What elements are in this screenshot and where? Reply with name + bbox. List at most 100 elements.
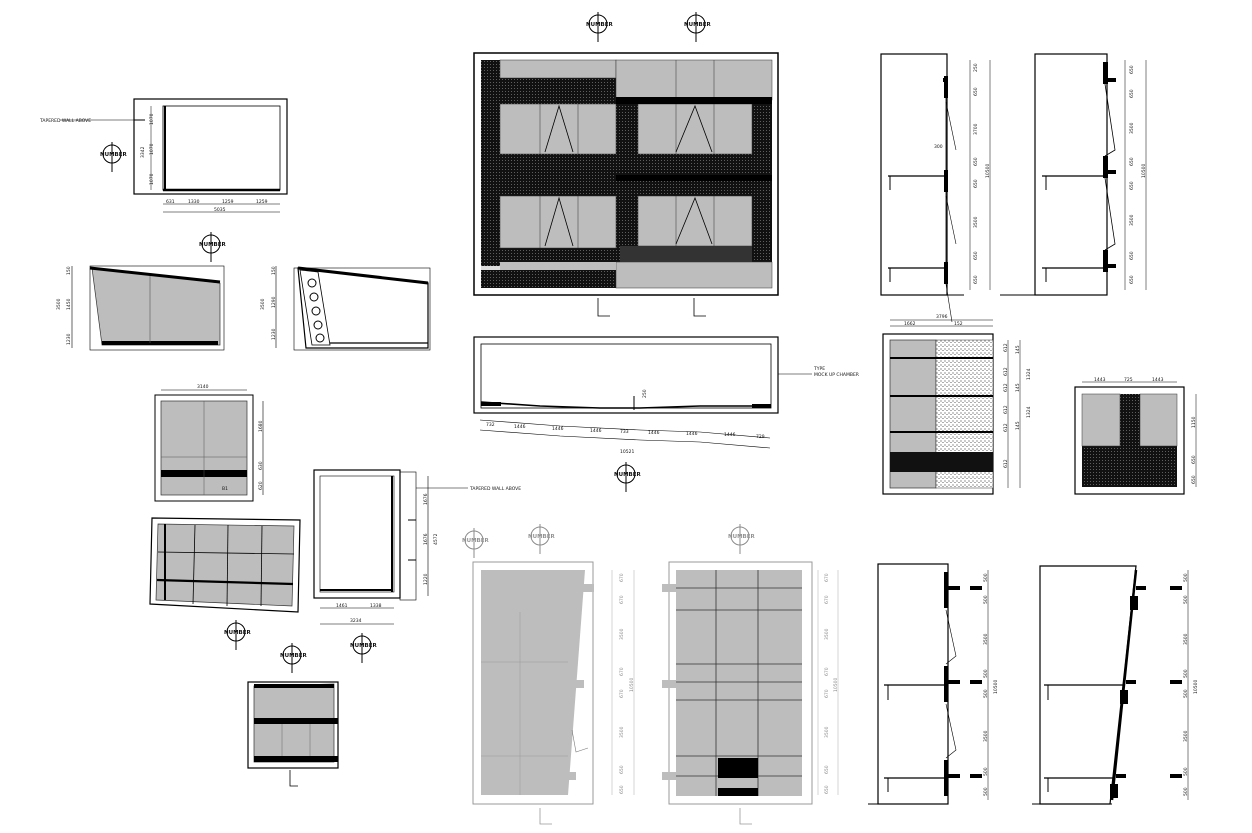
dim-text: 3500: [619, 726, 625, 738]
dim-text: 612: [1003, 423, 1009, 432]
dim-text: 145: [1015, 345, 1021, 354]
tag-number: NUMBER: [528, 534, 555, 540]
dim-text: 3500: [983, 730, 989, 742]
dim-text: 3500: [1129, 122, 1135, 134]
dim-text: 500: [1183, 787, 1189, 796]
dim-text: 1446: [590, 428, 602, 434]
tag-number: NUMBER: [280, 653, 307, 659]
dim-text: 650: [1129, 181, 1135, 190]
dim-text: 5035: [214, 207, 226, 213]
dim-text: 650: [1191, 455, 1197, 464]
dim-text: 10500: [1141, 164, 1147, 178]
dim-text: 732: [486, 422, 495, 428]
dim-text: 1070: [149, 113, 155, 125]
dim-text: 3234: [350, 618, 362, 624]
plan-b: TAPERED WALL ABOVE 1676 1676 1220 4572 1…: [313, 469, 521, 664]
dim-text: 670: [824, 689, 830, 698]
dim-text: 4572: [433, 533, 439, 545]
section-bottom-left: 500 500 3500 500 500 3500 500 500 10500: [868, 563, 999, 805]
dim-text: 145: [1015, 421, 1021, 430]
dim-text: 612: [1003, 405, 1009, 414]
dim-text: 3500: [1183, 633, 1189, 645]
dim-text: 650: [619, 765, 625, 774]
dim-text: 3500: [619, 628, 625, 640]
dim-text: 1070: [149, 173, 155, 185]
dim-text: 1259: [222, 199, 234, 205]
dim-text: 3500: [1129, 214, 1135, 226]
dim-text: 3500: [983, 633, 989, 645]
dim-text: 10500: [985, 164, 991, 178]
dim-text: 650: [1129, 275, 1135, 284]
dim-text: 10521: [620, 449, 634, 455]
dim-text: 612: [1003, 343, 1009, 352]
elevation-right: 3500 150 1290 1230: [260, 266, 431, 351]
dim-text: 631: [166, 199, 175, 205]
dim-text: 650: [1129, 157, 1135, 166]
panel-tag: B1: [222, 486, 228, 492]
tag-number: NUMBER: [462, 538, 489, 544]
type-label: TYPE: [813, 366, 825, 372]
dim-text: 670: [619, 689, 625, 698]
tapered-wall-note: TAPERED WALL ABOVE: [469, 486, 521, 492]
dim-text: 733: [620, 429, 629, 435]
section-top: 300 250 650 3700 650 650 3500 650 650 10…: [880, 53, 991, 323]
elevation-bottom-left: NUMBER NUMBER 670 670 3500 670 670 3500 …: [462, 523, 635, 825]
dim-text: 725: [1124, 377, 1133, 383]
plan-a-vertical-dims: 1070 1070 1070 3342: [140, 113, 155, 185]
dim-text: 630: [258, 461, 264, 470]
mock-up-chamber-note: MOCK UP CHAMBER: [814, 372, 859, 378]
dim-text: 650: [824, 765, 830, 774]
main-elevation: NUMBER NUMBER: [473, 11, 779, 317]
dim-text: 670: [619, 595, 625, 604]
dim-text: 3500: [973, 216, 979, 228]
dim-text: 650: [824, 785, 830, 794]
dim-text: 650: [973, 251, 979, 260]
dim-text: 1461: [336, 603, 348, 609]
detail-mid: 1662 152 3796 612 145 612 1324 612 145 6…: [882, 314, 1032, 495]
dim-text: 1446: [514, 424, 526, 430]
dim-text: 1230: [271, 328, 277, 340]
detail-small: 1443 725 1443 1150 650 650: [1074, 377, 1197, 495]
dim-text: 150: [271, 266, 277, 275]
dim-text: 500: [983, 787, 989, 796]
dim-text: 650: [973, 179, 979, 188]
tapered-wall-note: TAPERED WALL ABOVE: [39, 118, 91, 124]
dim-tag: 300: [934, 144, 943, 150]
dim-text: 1443: [1152, 377, 1164, 383]
dim-text: 1446: [552, 426, 564, 432]
panel-bottom-small: NUMBER: [247, 642, 339, 787]
dim-text: 1446: [648, 430, 660, 436]
dim-text: 1150: [1191, 416, 1197, 428]
dim-text: 650: [1129, 65, 1135, 74]
tag-number: NUMBER: [728, 534, 755, 540]
dim-text: 3796: [936, 314, 948, 320]
tag-number: NUMBER: [350, 643, 377, 649]
dim-text: 670: [824, 667, 830, 676]
tag-number: NUMBER: [199, 242, 226, 248]
dim-text: 10500: [629, 678, 635, 692]
dim-text: 250: [973, 63, 979, 72]
dim-text: 1324: [1026, 368, 1032, 380]
section-bottom-right: 500 500 3500 500 500 3500 500 500 10500: [1032, 565, 1199, 805]
dim-text: 1676: [423, 533, 429, 545]
dim-text: 1338: [370, 603, 382, 609]
elevation-left: 3500 150 1450 1230: [56, 265, 225, 351]
dim-text: 650: [1191, 475, 1197, 484]
dim-text: 729: [756, 434, 765, 440]
dim-text: 650: [973, 157, 979, 166]
dim-text: 500: [1183, 767, 1189, 776]
elevation-bottom-mid: NUMBER 670 670 3500 670 670 3500 650 650: [662, 523, 839, 825]
dim-text: 612: [1003, 459, 1009, 468]
dim-text: 1443: [1094, 377, 1106, 383]
dim-text: 650: [973, 275, 979, 284]
dim-text: 3700: [973, 123, 979, 135]
dim-text: 10500: [993, 680, 999, 694]
dim-text: 3342: [140, 146, 146, 158]
dim-text: 1324: [1026, 406, 1032, 418]
dim-text: 612: [1003, 367, 1009, 376]
dim-text: 1290: [271, 296, 277, 308]
dim-text: 1230: [66, 333, 72, 345]
dim-text: 650: [619, 785, 625, 794]
tag-number: NUMBER: [224, 630, 251, 636]
